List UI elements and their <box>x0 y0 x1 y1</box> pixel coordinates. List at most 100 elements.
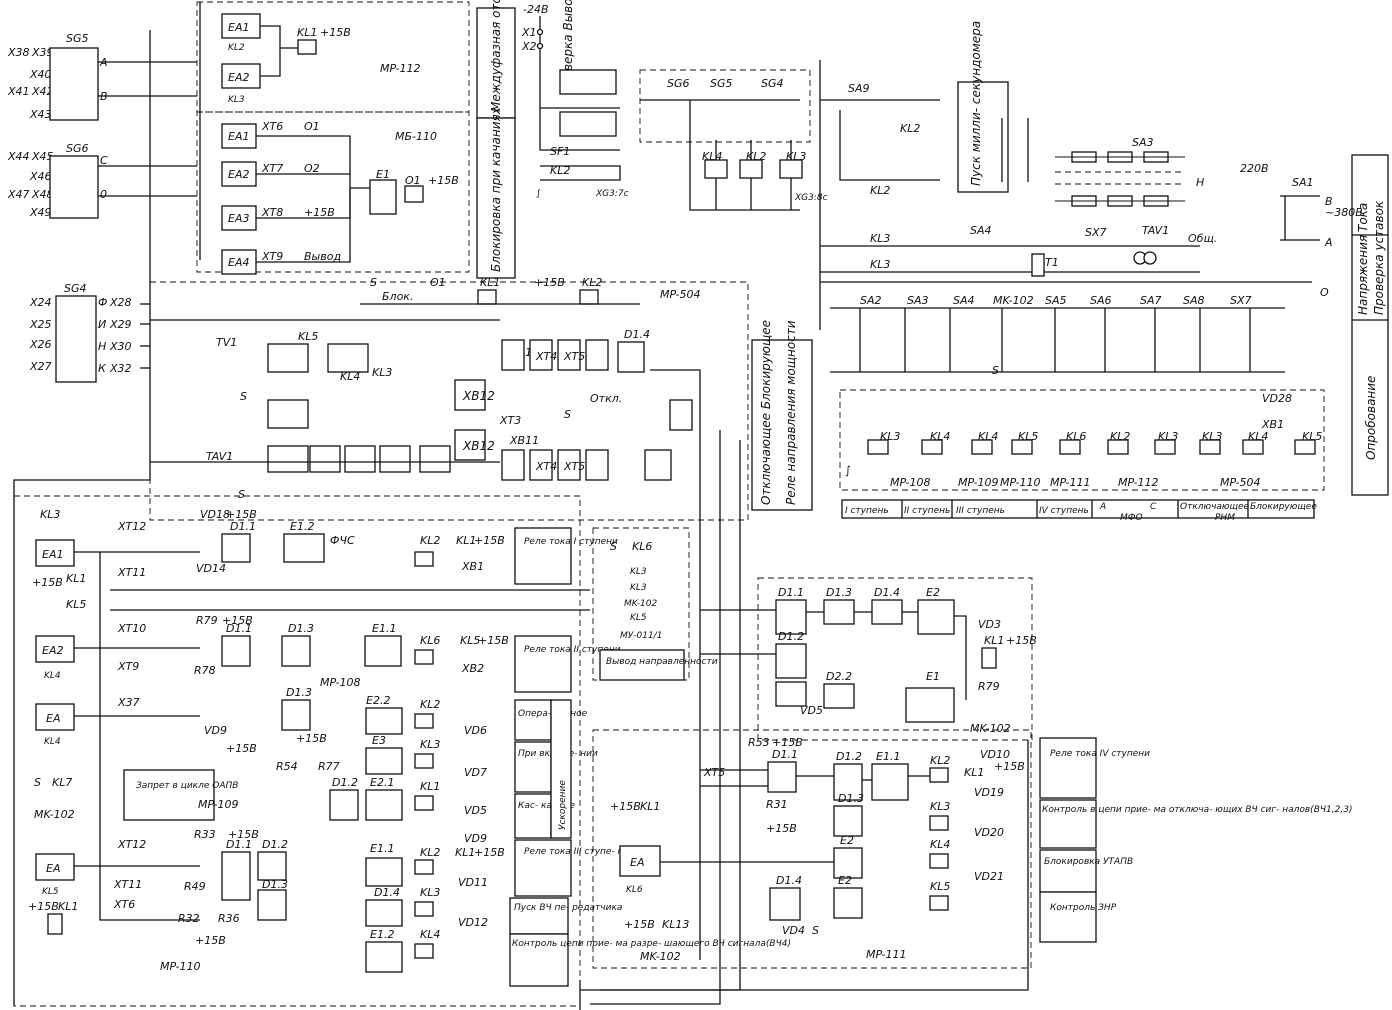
svg-text:S: S <box>238 488 245 501</box>
bus-wires <box>13 2 1029 1010</box>
svg-text:MP-108: MP-108 <box>890 476 931 489</box>
svg-text:KL1: KL1 <box>297 26 317 39</box>
svg-text:XT6: XT6 <box>261 120 283 133</box>
svg-text:KL1: KL1 <box>456 534 476 547</box>
svg-text:MK-102: MK-102 <box>640 950 681 963</box>
svg-text:KL3: KL3 <box>930 800 950 813</box>
svg-text:KL6: KL6 <box>420 634 440 647</box>
svg-text:EA4: EA4 <box>228 256 249 269</box>
svg-text:VD3: VD3 <box>978 618 1001 631</box>
svg-text:D1.3: D1.3 <box>288 622 314 635</box>
svg-text:+15B: +15B <box>478 634 509 647</box>
svg-text:EA1: EA1 <box>42 548 63 561</box>
svg-text:KL2: KL2 <box>900 122 920 135</box>
svg-text:Н: Н <box>98 340 106 353</box>
svg-text:MP-112: MP-112 <box>1118 476 1159 489</box>
svg-text:R79: R79 <box>978 680 1000 693</box>
svg-text:KL4: KL4 <box>44 737 61 747</box>
svg-text:KL2: KL2 <box>420 698 440 711</box>
svg-text:KL6: KL6 <box>632 540 652 553</box>
svg-text:KL1: KL1 <box>640 800 660 813</box>
svg-text:MУ-011/1: MУ-011/1 <box>620 631 662 641</box>
svg-text:+15B: +15B <box>222 614 253 627</box>
svg-text:Ф: Ф <box>98 296 107 309</box>
svg-text:X29: X29 <box>109 318 132 331</box>
relay-block-outline <box>13 495 581 1007</box>
svg-text:SX7: SX7 <box>1085 226 1107 239</box>
svg-text:R79: R79 <box>196 614 218 627</box>
svg-text:SA5: SA5 <box>1045 294 1067 307</box>
svg-text:MK-102: MK-102 <box>993 294 1034 307</box>
svg-text:220B: 220B <box>1240 162 1269 175</box>
svg-text:KL2: KL2 <box>550 164 570 177</box>
svg-text:SA2: SA2 <box>860 294 882 307</box>
svg-text:X2: X2 <box>521 40 537 53</box>
svg-text:KL5: KL5 <box>630 613 647 623</box>
svg-text:T1: T1 <box>1045 256 1059 269</box>
svg-text:Реле тока I ступени: Реле тока I ступени <box>524 537 618 547</box>
svg-text:+15B: +15B <box>228 828 259 841</box>
svg-text:KL6: KL6 <box>1066 430 1086 443</box>
mp504-circuit: S Блок. O1 KL1 +15B KL2 MP-504 XB12 XB12… <box>150 276 701 501</box>
svg-text:KL4: KL4 <box>420 928 440 941</box>
svg-text:D1.1: D1.1 <box>772 748 798 761</box>
svg-text:TAV1: TAV1 <box>1142 224 1169 237</box>
svg-text:XT12: XT12 <box>117 838 146 851</box>
svg-text:VD6: VD6 <box>464 724 487 737</box>
svg-text:III ступень: III ступень <box>956 506 1005 516</box>
svg-text:МФО: МФО <box>1120 513 1143 523</box>
interphase-box <box>476 7 516 119</box>
svg-text:Контроль ЗНР: Контроль ЗНР <box>1050 903 1117 913</box>
svg-text:XT8: XT8 <box>261 206 283 219</box>
svg-text:KL1: KL1 <box>58 900 78 913</box>
svg-text:Вывод направленности: Вывод направленности <box>606 657 718 667</box>
svg-text:O1: O1 <box>430 276 446 289</box>
svg-text:EA3: EA3 <box>228 212 249 225</box>
svg-text:X24: X24 <box>29 296 52 309</box>
testing-relays: KL3 KL4 KL4 KL5 KL6 KL2 KL3 KL3 KL4 KL5 … <box>845 392 1322 489</box>
power-dir-label: Реле направления мощности <box>784 320 798 505</box>
svg-text:MP-109: MP-109 <box>958 476 999 489</box>
svg-text:VD14: VD14 <box>196 562 226 575</box>
svg-text:KL3: KL3 <box>870 258 890 271</box>
svg-text:S: S <box>564 408 571 421</box>
svg-text:X25: X25 <box>29 318 52 331</box>
svg-text:A: A <box>1324 236 1333 249</box>
svg-text:X42: X42 <box>31 85 54 98</box>
svg-text:KL4: KL4 <box>930 838 950 851</box>
svg-text:VD9: VD9 <box>204 724 227 737</box>
svg-text:D1.1: D1.1 <box>230 520 256 533</box>
svg-text:SA8: SA8 <box>1183 294 1205 307</box>
svg-text:SA7: SA7 <box>1140 294 1162 307</box>
power-relay-box <box>751 339 813 511</box>
svg-text:R53: R53 <box>748 736 770 749</box>
svg-text:VD19: VD19 <box>974 786 1004 799</box>
svg-text:SG5: SG5 <box>66 32 89 45</box>
svg-text:X41: X41 <box>7 85 30 98</box>
svg-text:D1.1: D1.1 <box>778 586 804 599</box>
svg-text:ФЧС: ФЧС <box>330 534 355 547</box>
svg-text:+15B: +15B <box>28 900 59 913</box>
mp111-circuit: R53 +15B XT5 R31 +15B D1.1 D1.2 E1.1 D1.… <box>610 736 1025 963</box>
svg-text:И: И <box>98 318 106 331</box>
svg-text:D1.4: D1.4 <box>624 328 650 341</box>
svg-text:SF1: SF1 <box>550 145 570 158</box>
svg-text:MK-102: MK-102 <box>970 722 1011 735</box>
step-labels: I ступень II ступень III ступень IV ступ… <box>841 499 1317 523</box>
svg-text:SA3: SA3 <box>1132 136 1154 149</box>
svg-text:X46: X46 <box>29 170 52 183</box>
svg-text:KL5: KL5 <box>460 634 480 647</box>
svg-text:O1: O1 <box>405 174 421 187</box>
svg-text:+15B: +15B <box>474 534 505 547</box>
svg-text:KL3: KL3 <box>880 430 900 443</box>
svg-text:KL2: KL2 <box>1110 430 1130 443</box>
svg-text:X30: X30 <box>109 340 132 353</box>
svg-text:VD9: VD9 <box>464 832 487 845</box>
svg-text:MP-111: MP-111 <box>1050 476 1091 489</box>
svg-text:D1.4: D1.4 <box>776 874 802 887</box>
svg-text:KL1: KL1 <box>480 276 500 289</box>
interphase-label: Междуфазная отсечка <box>489 0 503 112</box>
svg-text:X49: X49 <box>29 206 52 219</box>
svg-text:EA1: EA1 <box>228 130 249 143</box>
